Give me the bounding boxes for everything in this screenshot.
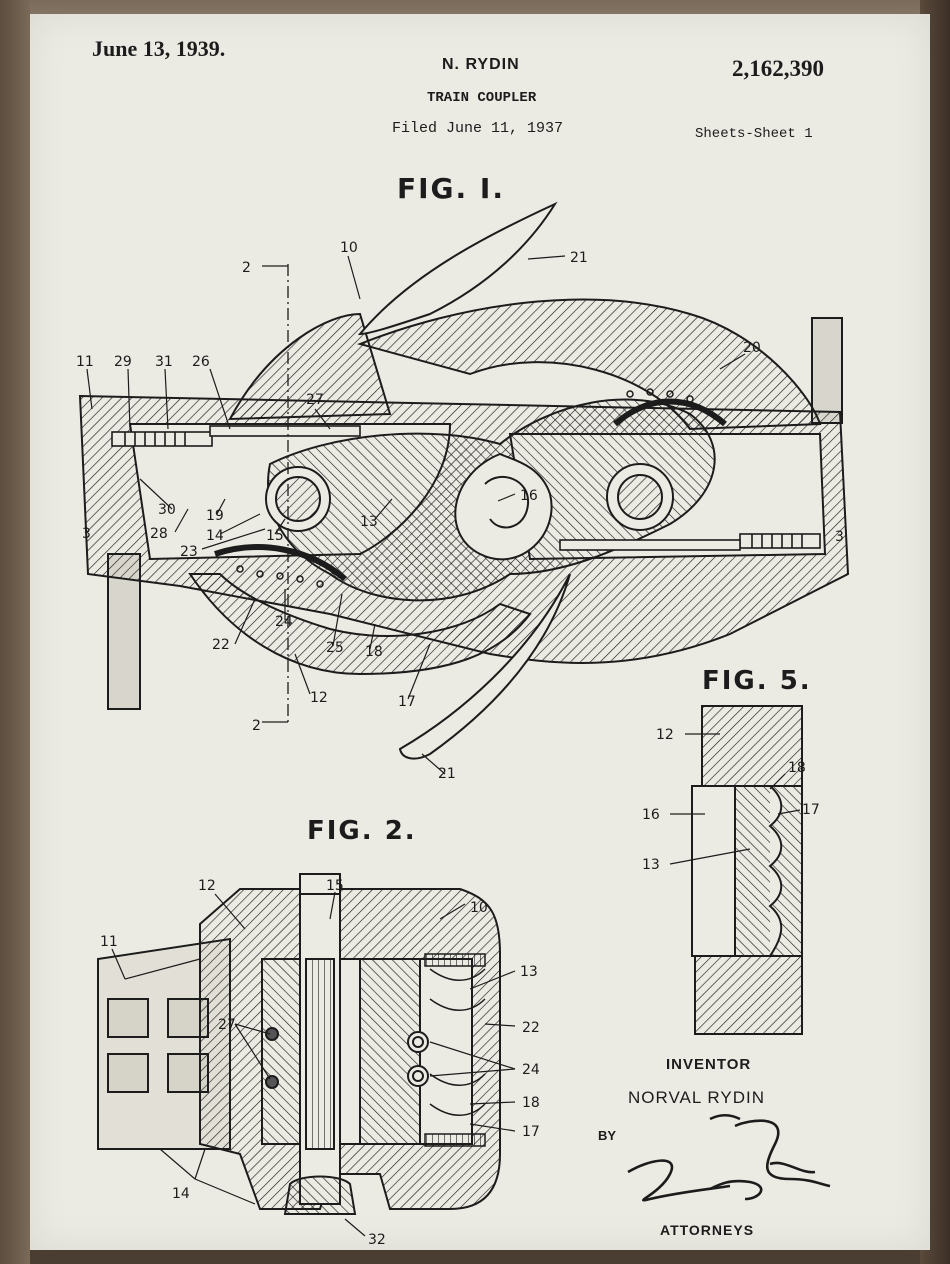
fig1-label: 16 [520,488,538,504]
fig1-label: 18 [365,644,383,660]
fig1-label: 3 [835,529,844,545]
filed-date: Filed June 11, 1937 [392,120,564,137]
fig1-label: 27 [306,392,324,408]
fig2-label: 17 [522,1124,540,1140]
inventor-name: NORVAL RYDIN [628,1088,766,1107]
fig5-labels: 12 18 17 16 13 [642,727,820,873]
fig1-label: 2 [242,260,251,276]
attorney-signature [627,1113,831,1202]
fig1-label: 2 [252,718,261,734]
fig1-label: 21 [438,766,456,782]
fig2-label: 18 [522,1095,540,1111]
fig1-leaders [86,255,746,775]
fig2-roller [407,1031,429,1053]
fig1-spring-left [111,425,361,447]
fig2-pin27 [265,1075,279,1089]
fig1-label: 20 [743,340,761,356]
fig1-label: 19 [206,508,224,524]
patent-drawings: 10 21 2 20 11 29 31 26 27 3 30 28 19 14 … [76,201,850,1248]
sheets-label: Sheets-Sheet 1 [695,126,813,142]
fig2-roller [407,1065,429,1087]
fig1-drawing [78,201,850,775]
fig2-title: FIG. 2. [307,816,417,846]
inventor-short: N. RYDIN [442,56,520,73]
fig1-label: 31 [155,354,173,370]
fig5-leaders [669,733,801,865]
fig5-label: 18 [788,760,806,776]
fig2-label: 13 [520,964,538,980]
fig2-label: 12 [198,878,216,894]
patent-date: June 13, 1939. [92,36,226,61]
fig1-detent-lower [214,544,347,582]
fig2-label: 14 [172,1186,190,1202]
fig1-detent-upper [613,398,727,427]
fig1-horn-bottom [398,573,571,760]
fig1-label: 13 [360,514,378,530]
fig1-label: 22 [212,637,230,653]
fig5-title: FIG. 5. [702,666,812,696]
fig1-spring-right [559,533,821,551]
fig1-label: 29 [114,354,132,370]
fig2-label: 15 [326,878,344,894]
fig1-label: 3 [82,526,91,542]
fig2-labels: 12 15 10 11 13 27 22 24 18 17 14 32 [100,878,540,1248]
fig1-label: 17 [398,694,416,710]
fig1-lower-lobe [188,573,532,676]
fig1-horn-top [357,201,558,336]
by-label: BY [598,1128,617,1143]
patent-number: 2,162,390 [732,56,824,81]
patent-sheet: June 13, 1939. N. RYDIN TRAIN COUPLER Fi… [30,14,930,1250]
fig1-label: 21 [570,250,588,266]
fig5-label: 17 [802,802,820,818]
fig1-labels: 10 21 2 20 11 29 31 26 27 3 30 28 19 14 … [76,240,844,782]
fig1-label: 24 [275,614,293,630]
fig2-label: 11 [100,934,118,950]
fig1-label: 30 [158,502,176,518]
fig2-label: 32 [368,1232,386,1248]
fig5-drawing [669,705,803,1035]
fig2-teeth [424,953,486,1147]
fig5-label: 13 [642,857,660,873]
fig1-bar-right [811,317,843,424]
fig1-label: 12 [310,690,328,706]
fig1-label: 23 [180,544,198,560]
fig1-label: 15 [266,528,284,544]
fig1-upper-lobe [356,298,822,431]
fig1-title: FIG. I. [397,172,505,205]
fig2-pin27 [265,1027,279,1041]
fig5-label: 16 [642,807,660,823]
fig1-label: 25 [326,640,344,656]
fig1-label: 28 [150,526,168,542]
fig1-label: 10 [340,240,358,256]
frame-left [0,0,30,1264]
fig2-label: 27 [218,1017,236,1033]
fig2-label: 10 [470,900,488,916]
fig1-coil-dots [236,388,694,588]
fig1-label: 11 [76,354,94,370]
fig5-bottom-block [694,955,803,1035]
fig2-nut [283,1175,357,1215]
attorneys-label: ATTORNEYS [660,1222,755,1238]
fig5-top-block [701,705,803,787]
fig1-label: 26 [192,354,210,370]
fig2-leaders [111,891,516,1237]
fig5-label: 12 [656,727,674,743]
inventor-label: INVENTOR [666,1056,752,1073]
fig2-label: 22 [522,1020,540,1036]
fig2-drawing [97,873,516,1237]
patent-title: TRAIN COUPLER [427,90,537,106]
fig2-label: 24 [522,1062,540,1078]
fig1-label: 14 [206,528,224,544]
